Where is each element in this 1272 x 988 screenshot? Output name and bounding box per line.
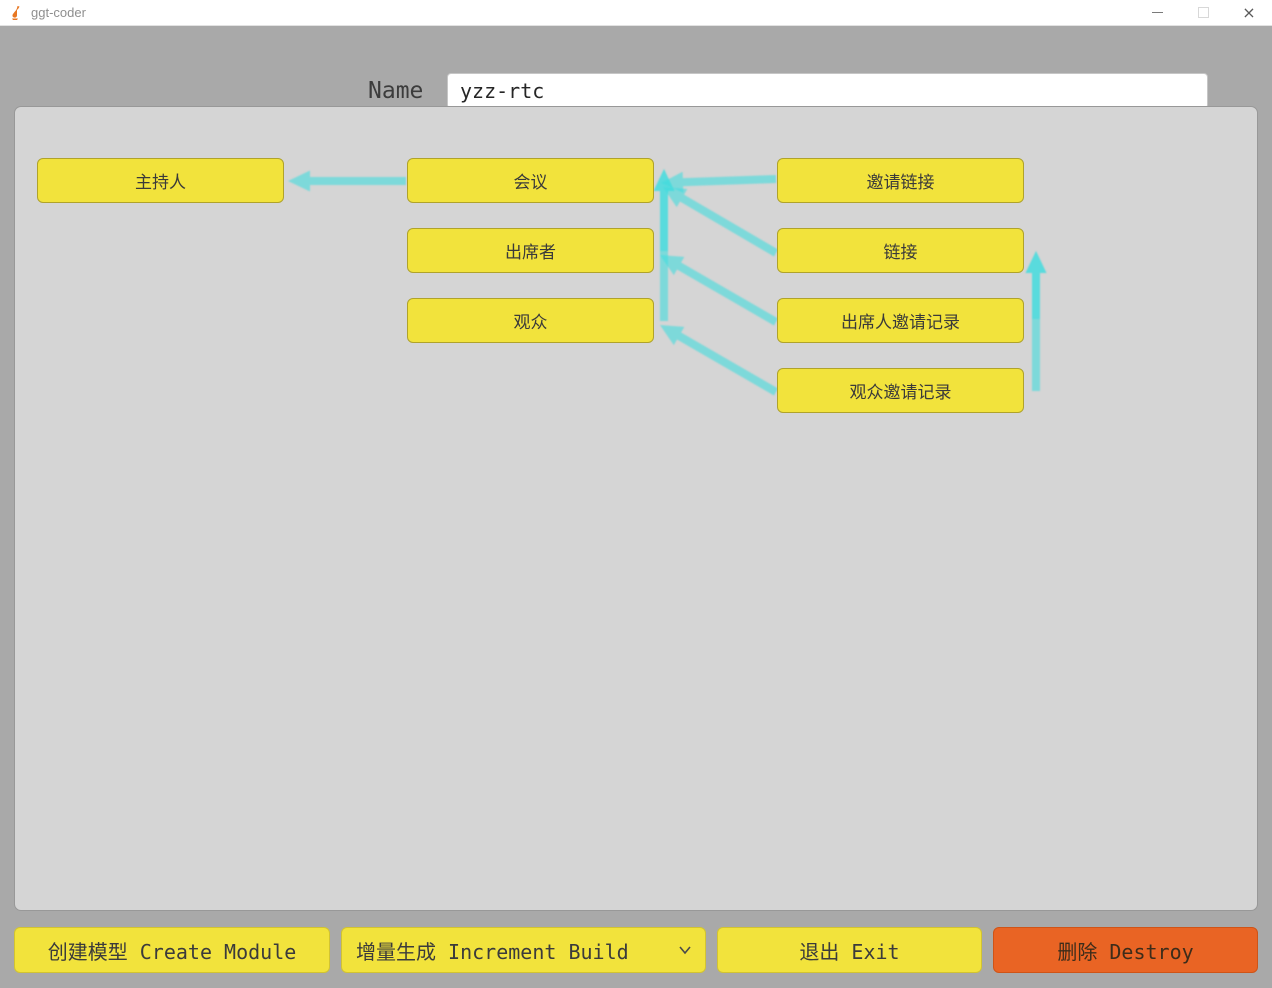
relation-arrow-link-to-meeting [663, 187, 779, 257]
entity-box-attendee-invite-record[interactable]: 出席人邀请记录 [777, 298, 1024, 343]
entity-box-link[interactable]: 链接 [777, 228, 1024, 273]
app-logo-icon [12, 5, 20, 20]
entity-box-invite-link[interactable]: 邀请链接 [777, 158, 1024, 203]
entity-box-meeting[interactable]: 会议 [407, 158, 654, 203]
minimize-button[interactable] [1134, 0, 1180, 26]
name-label: Name [368, 78, 424, 104]
maximize-button[interactable] [1180, 0, 1226, 26]
destroy-label: 删除 Destroy [1057, 939, 1194, 964]
maximize-icon [1197, 7, 1209, 18]
destroy-button[interactable]: 删除 Destroy [993, 927, 1258, 973]
close-icon: × [1242, 2, 1256, 22]
relation-arrow-attendee-invite-record-to-attendee [660, 255, 779, 326]
build-mode-label: 增量生成 Increment Build [356, 939, 629, 964]
exit-label: 退出 Exit [799, 939, 900, 964]
window-controls: × [1134, 0, 1272, 26]
relation-arrow-audience-to-meeting [653, 169, 675, 321]
relation-arrow-audience-invite-record-to-link [1025, 251, 1047, 391]
entity-box-audience[interactable]: 观众 [407, 298, 654, 343]
exit-button[interactable]: 退出 Exit [717, 927, 982, 973]
relation-arrow-meeting-to-host [288, 170, 406, 192]
entity-box-attendee[interactable]: 出席者 [407, 228, 654, 273]
relation-arrow-audience-invite-record-to-audience [660, 325, 779, 396]
diagram-canvas: 主持人 会议出席者观众 邀请链接链接出席人邀请记录观众邀请记录 [14, 106, 1258, 911]
build-mode-select[interactable]: 增量生成 Increment Build [341, 927, 706, 973]
minimize-icon [1151, 12, 1163, 13]
chevron-down-icon [679, 946, 691, 955]
window-title: ggt-coder [31, 5, 86, 20]
close-button[interactable]: × [1226, 0, 1272, 26]
relation-arrow-attendee-invite-record-to-link [1025, 251, 1047, 319]
entity-box-audience-invite-record[interactable]: 观众邀请记录 [777, 368, 1024, 413]
titlebar: ggt-coder × [0, 0, 1272, 26]
relation-arrow-attendee-to-meeting [653, 169, 675, 251]
entity-box-host[interactable]: 主持人 [37, 158, 284, 203]
header-bar: Name [0, 26, 1272, 109]
create-module-label: 创建模型 Create Module [47, 939, 297, 964]
create-module-button[interactable]: 创建模型 Create Module [14, 927, 330, 973]
relation-arrow-invite-link-to-meeting [661, 171, 777, 193]
name-input[interactable] [447, 73, 1208, 109]
